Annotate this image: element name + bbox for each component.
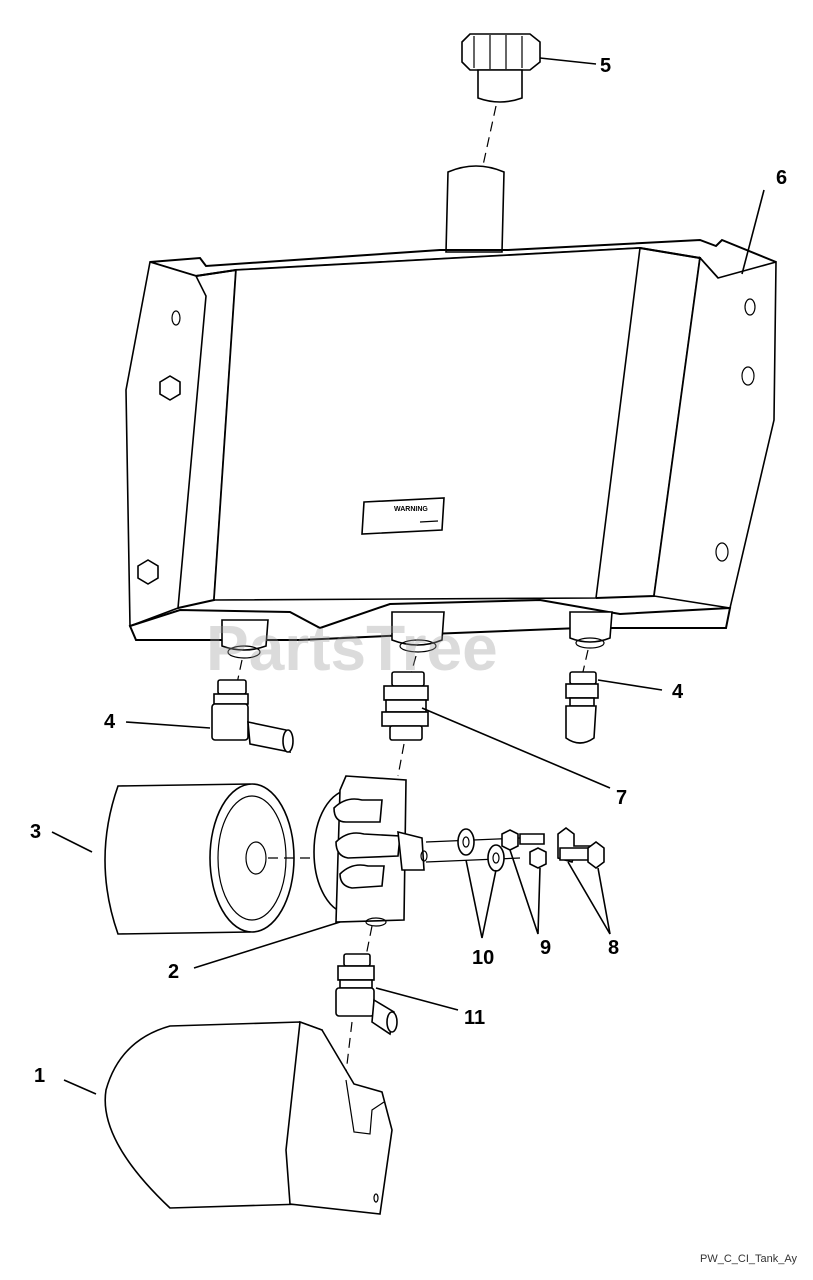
callout-3: 3 xyxy=(30,821,41,843)
callout-11: 11 xyxy=(464,1007,485,1029)
callout-7: 7 xyxy=(616,787,627,809)
leader-lines xyxy=(51,57,765,1095)
fuel-cap xyxy=(461,33,541,103)
straight-fitting-right xyxy=(565,671,599,744)
callout-2: 2 xyxy=(168,961,179,983)
warning-decal-text: WARNING xyxy=(394,506,428,513)
filter-bracket xyxy=(104,1020,393,1215)
callout-10: 10 xyxy=(472,947,494,969)
warning-decal: WARNING xyxy=(361,497,445,535)
callout-9: 9 xyxy=(540,937,551,959)
filter-head xyxy=(313,775,428,927)
washer-lower xyxy=(487,844,505,872)
fuel-tank: WARNING xyxy=(125,165,777,659)
center-fitting xyxy=(381,671,429,741)
nut-lower xyxy=(529,847,547,869)
hardware-set xyxy=(425,827,605,872)
elbow-fitting-bottom xyxy=(335,953,398,1036)
diagram-caption: PW_C_CI_Tank_Ay xyxy=(700,1253,798,1265)
nut-upper xyxy=(501,829,519,851)
callout-1: 1 xyxy=(34,1065,45,1087)
elbow-fitting-left xyxy=(211,679,294,754)
watermark: PartsTree xyxy=(206,612,498,684)
cap-axis-line xyxy=(481,105,497,171)
callout-4-right: 4 xyxy=(672,681,684,703)
callout-5: 5 xyxy=(600,55,611,77)
fuel-filter xyxy=(104,783,295,935)
callout-8: 8 xyxy=(608,937,619,959)
callout-6: 6 xyxy=(776,167,787,189)
bolt-lower xyxy=(587,841,605,869)
callout-4-left: 4 xyxy=(104,711,116,733)
washer-upper xyxy=(457,828,475,856)
